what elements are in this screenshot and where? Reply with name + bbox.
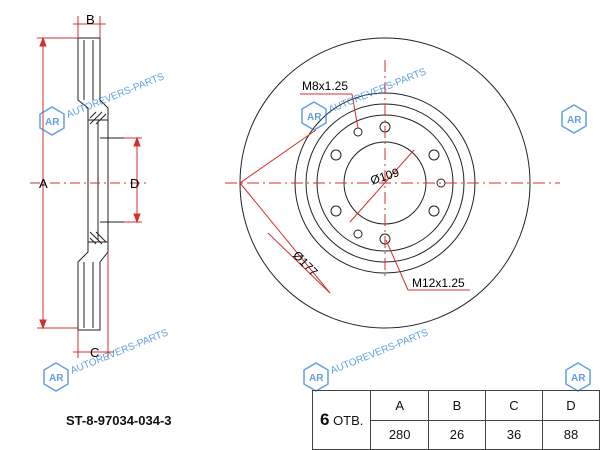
svg-text:AR: AR [571,373,586,384]
bolt-hole [330,149,342,161]
spec-header-row: 6 ОТВ. A B C D [311,390,600,450]
m12-leader [385,239,409,291]
header-b: B [428,390,486,421]
value-b: 26 [428,419,486,450]
watermark-logo: AR [43,362,69,392]
watermark-logo: AR [565,362,591,392]
watermark-text: AUTOREVERS-PARTS [329,327,430,376]
value-d: 88 [541,419,600,450]
side-view [77,37,124,331]
header-c: C [484,390,543,421]
arrow [39,36,47,47]
svg-text:AR: AR [307,112,322,123]
m8-leader [351,93,359,129]
side-view-dimensions [30,16,150,358]
watermark: AR AUTOREVERS-PARTS AR AUTOREVERS-PARTS … [39,66,591,392]
pcd-leader [239,129,317,184]
value-a: 280 [370,419,429,450]
watermark-logo: AR [301,101,327,131]
value-c: 36 [484,419,543,450]
label-m12: M12x1.25 [412,276,465,290]
arrow [133,136,141,147]
threaded-hole [353,229,363,239]
svg-text:AR: AR [45,117,60,128]
label-m8: M8x1.25 [302,79,348,93]
hub-detail [89,231,107,245]
pcd-dim-line [267,232,331,294]
spec-table: 6 ОТВ. A B C D 280 26 36 88 [311,390,600,450]
svg-text:AR: AR [567,115,582,126]
rotor-section-outline [77,37,109,331]
arrow [133,213,141,224]
pcd-leader [239,182,331,294]
watermark-text: AUTOREVERS-PARTS [65,71,166,120]
label-pcd: Ø177 [290,248,321,279]
label-bore-diameter: Ø109 [369,165,402,187]
bolt-hole [330,205,342,217]
label-b: B [86,12,95,27]
watermark-logo: AR [561,104,587,134]
svg-text:AR: AR [49,373,64,384]
watermark-logo: AR [303,362,329,392]
holes-unit: ОТВ. [333,413,364,428]
header-d: D [541,390,600,421]
front-view-dimensions [225,60,560,294]
hub-detail [89,111,107,125]
watermark-logo: AR [39,106,65,136]
label-d: D [130,176,139,191]
bolt-hole [428,205,440,217]
header-a: A [370,390,429,421]
threaded-hole [353,127,363,137]
label-a: A [39,176,48,191]
holes-cell: 6 ОТВ. [311,390,372,450]
label-c: C [90,345,99,360]
bore-dim-line [349,149,415,223]
hub-hat [87,119,109,243]
part-number: ST-8-97034-034-3 [66,413,172,428]
spec-value-row: 280 26 36 88 [313,419,600,450]
holes-count: 6 [319,410,330,429]
arrow [39,319,47,330]
bolt-hole [428,149,440,161]
svg-text:AR: AR [309,373,324,384]
